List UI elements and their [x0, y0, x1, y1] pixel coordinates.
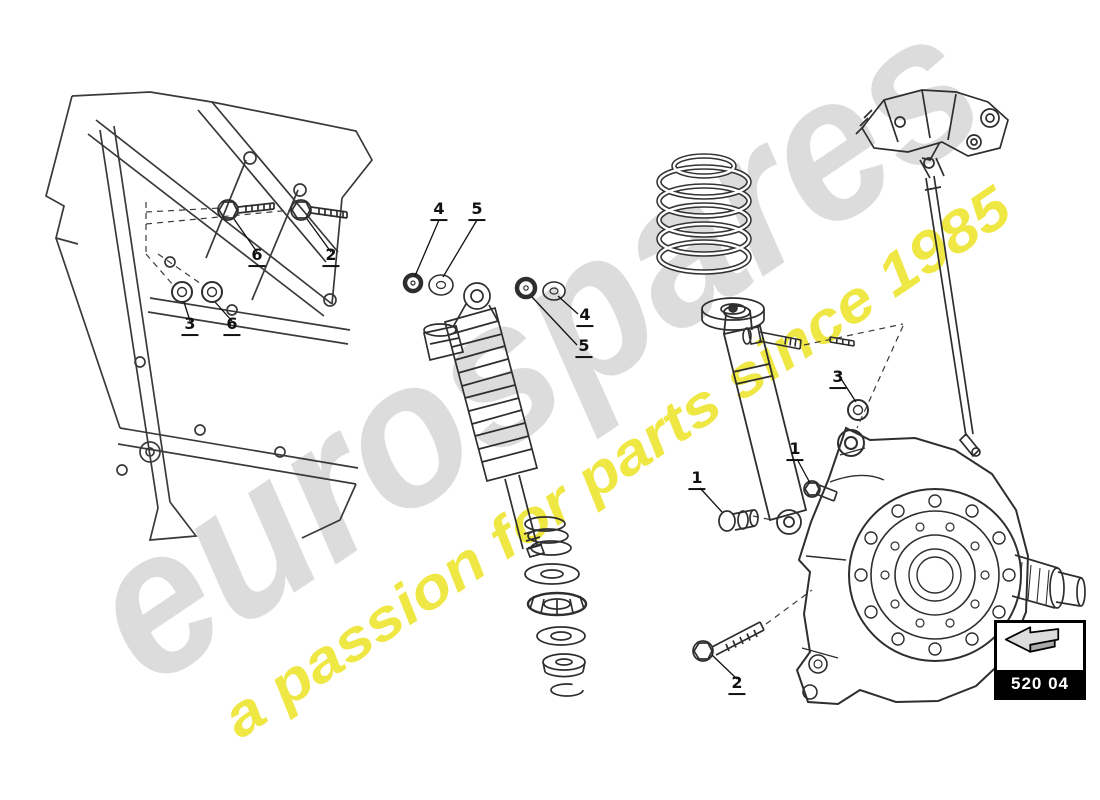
callout-3[interactable]: 3 — [829, 368, 847, 389]
coil-spring — [656, 153, 752, 275]
callout-6[interactable]: 6 — [248, 246, 266, 267]
frame-dashed-leaders — [145, 202, 293, 287]
frame-nuts — [171, 281, 223, 303]
lower-shock-bolt-left — [718, 509, 759, 532]
part-group-box: 520 04 — [994, 620, 1086, 700]
callout-2[interactable]: 2 — [322, 246, 340, 267]
callout-5[interactable]: 5 — [575, 337, 593, 358]
callout-leader-lines — [183, 218, 857, 680]
callout-1[interactable]: 1 — [786, 440, 804, 461]
lower-shock-bolt-right — [803, 480, 838, 502]
frame-bolt-1 — [217, 199, 275, 221]
washer-group-right — [514, 276, 566, 301]
shock-spring-seat-stack — [524, 516, 588, 697]
shock-absorber-front — [422, 282, 546, 559]
callout-4[interactable]: 4 — [430, 200, 448, 221]
knuckle-bolt — [692, 621, 765, 662]
washer-group-left — [402, 272, 454, 296]
mounting-bracket — [855, 89, 1009, 161]
callout-6[interactable]: 6 — [223, 315, 241, 336]
callout-2[interactable]: 2 — [728, 674, 746, 695]
upper-mount-nut — [847, 399, 869, 421]
spring-plate — [701, 297, 765, 331]
upper-mount-bolt — [742, 326, 855, 350]
part-group-code: 520 04 — [997, 670, 1083, 697]
pushrod — [919, 157, 981, 458]
callout-4[interactable]: 4 — [576, 306, 594, 327]
callout-3[interactable]: 3 — [181, 315, 199, 336]
assembly-dashed-lines — [752, 323, 904, 625]
wheel-hub-upright — [795, 426, 1086, 706]
chassis-frame — [45, 91, 374, 541]
callout-5[interactable]: 5 — [468, 200, 486, 221]
frame-bolt-2 — [290, 199, 348, 221]
direction-arrow-icon — [997, 623, 1083, 670]
callout-1[interactable]: 1 — [688, 469, 706, 490]
